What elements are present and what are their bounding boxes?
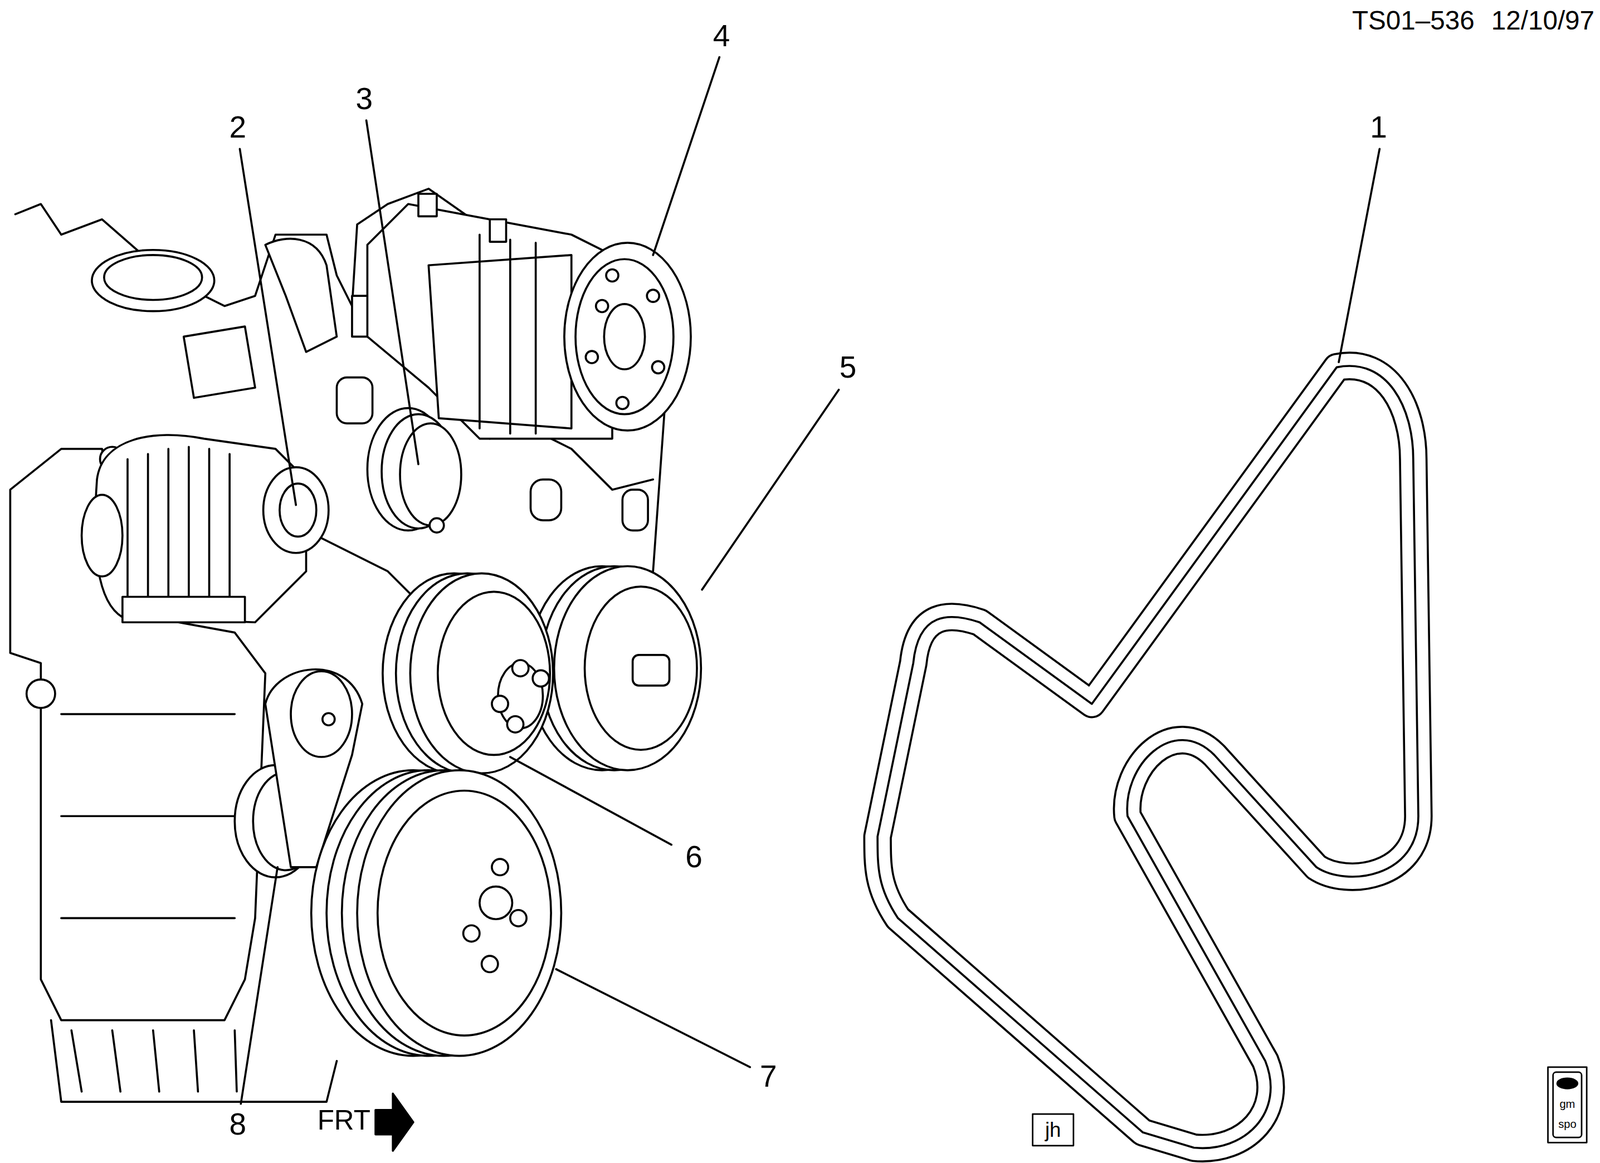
crankshaft-pulley <box>311 770 562 1057</box>
logo-text: gm <box>1559 1098 1575 1110</box>
idler-pulley <box>367 408 462 533</box>
serpentine-belt <box>877 366 1419 1149</box>
front-arrow <box>375 1093 414 1151</box>
leader-lines <box>239 57 1380 1105</box>
front-indicator: FRT <box>317 1106 371 1134</box>
callout-number: 1 <box>1369 111 1388 143</box>
ac-compressor <box>367 193 691 439</box>
callout-number: 6 <box>685 841 703 873</box>
power-steering-pulley <box>528 566 702 771</box>
logo-text: spo <box>1558 1118 1577 1130</box>
gm-spo-logo <box>1548 1067 1588 1144</box>
drawing-number: TS01–536 <box>1352 7 1475 34</box>
callout-number: 4 <box>713 20 731 52</box>
artist-box <box>1032 1114 1074 1146</box>
callout-number: 8 <box>228 1109 247 1140</box>
water-pump-pulley <box>382 573 554 774</box>
callout-number: 5 <box>839 352 857 383</box>
generator <box>81 435 329 623</box>
throttle-body <box>91 238 375 424</box>
callout-number: 2 <box>228 111 247 143</box>
callout-number: 3 <box>355 83 374 115</box>
artist-initials: jh <box>1045 1120 1062 1141</box>
drawing-date: 12/10/97 <box>1491 7 1595 34</box>
callout-number: 7 <box>759 1061 778 1092</box>
